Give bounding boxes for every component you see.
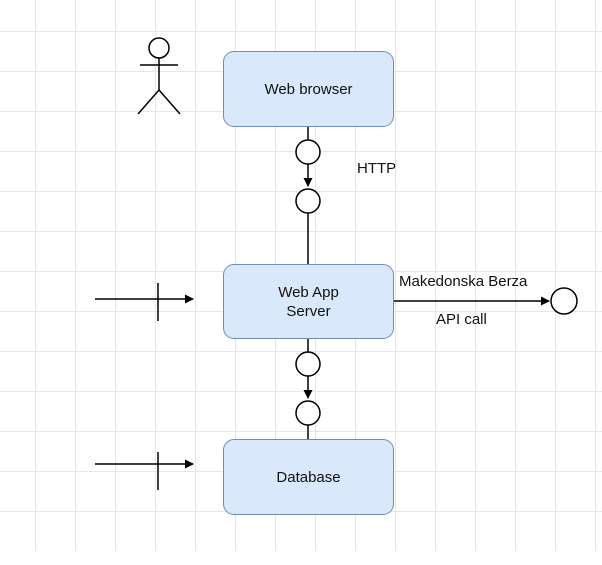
- api-call-label: API call: [436, 311, 487, 328]
- http-interface-circle-icon: [295, 139, 321, 165]
- makedonska-berza-label: Makedonska Berza: [399, 273, 528, 290]
- web-browser-node[interactable]: Web browser: [223, 51, 394, 127]
- database-label: Database: [276, 468, 341, 486]
- api-interface-circle-icon: [550, 287, 578, 315]
- database-node[interactable]: Database: [223, 439, 394, 515]
- web-browser-label: Web browser: [264, 80, 353, 98]
- http-interface-circle-icon: [295, 188, 321, 214]
- web-app-server-label: Web App Server: [278, 283, 339, 320]
- database-port-arrow-icon: [95, 452, 194, 490]
- database-interface-circle-icon: [295, 351, 321, 377]
- http-label: HTTP: [357, 160, 397, 177]
- user-actor-icon: [137, 37, 181, 115]
- database-interface-circle-icon: [295, 400, 321, 426]
- web-app-server-node[interactable]: Web App Server: [223, 264, 394, 339]
- server-port-arrow-icon: [95, 283, 194, 321]
